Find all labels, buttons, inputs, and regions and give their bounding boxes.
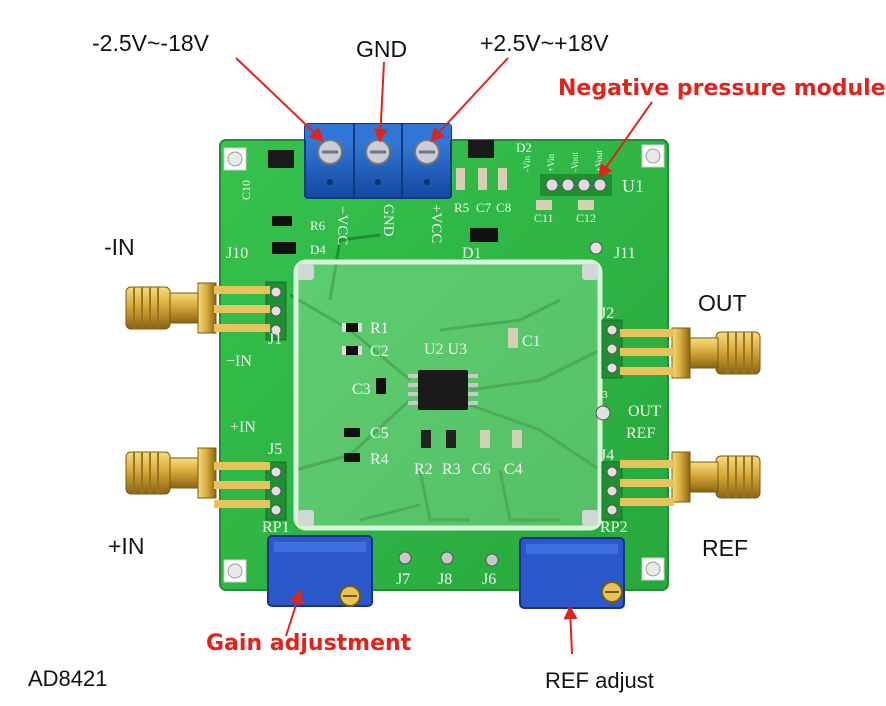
silk-c4: C4 <box>504 461 523 478</box>
silk-r3: R3 <box>442 461 461 478</box>
silk-d4: D4 <box>310 242 326 257</box>
silk-vin-neg: -Vin <box>522 156 532 172</box>
silk-c3: C3 <box>352 381 371 398</box>
sma-connector-minus-in <box>125 282 270 334</box>
label-pos-supply: +2.5V~+18V <box>480 30 609 56</box>
annotation-arrows <box>235 57 653 655</box>
silk-gnd: GND <box>380 204 396 237</box>
silk-d1: D1 <box>462 245 482 262</box>
silk-u2u3: U2 U3 <box>424 341 467 358</box>
label-minus-in: -IN <box>104 234 135 260</box>
arrow-neg-supply <box>235 57 325 142</box>
silk-j7: J7 <box>396 571 410 588</box>
label-gain-adjustment: Gain adjustment <box>206 631 412 656</box>
silk-out: OUT <box>628 403 661 420</box>
arrow-gnd <box>373 61 388 143</box>
silk-c2: C2 <box>370 343 389 360</box>
silk-c5: C5 <box>370 425 389 442</box>
silk-vout-pos: +Vout <box>594 150 604 172</box>
silk-j1: J1 <box>268 331 282 348</box>
smd-parts <box>268 140 594 462</box>
sma-connector-ref <box>620 451 761 506</box>
label-gnd: GND <box>356 36 408 62</box>
silk-rp1: RP1 <box>262 519 290 536</box>
silk-c12: C12 <box>576 211 596 225</box>
silk-vout-neg: -Vout <box>570 152 580 172</box>
sma-connector-out <box>620 327 761 379</box>
silk-r4: R4 <box>370 451 389 468</box>
silk-j8: J8 <box>438 571 452 588</box>
silk-c11: C11 <box>534 211 554 225</box>
trimpot-rp2 <box>519 537 625 609</box>
silk-d2: D2 <box>516 140 532 155</box>
sma-connector-plus-in <box>125 447 270 508</box>
silk-minus-in: −IN <box>226 353 252 370</box>
arrow-gain-adj <box>285 589 304 637</box>
silk-r1: R1 <box>370 320 389 337</box>
silk-j4: J4 <box>600 447 614 464</box>
silk-plus-in: +IN <box>230 419 256 436</box>
silkscreen-labels: J10 J11 J1 −IN +IN J5 J2 J3 OUT REF J4 R… <box>226 140 661 588</box>
silk-rp2: RP2 <box>600 519 628 536</box>
label-negative-pressure-module: Negative pressure module <box>558 76 886 101</box>
silk-ref: REF <box>626 425 655 442</box>
silk-r2: R2 <box>414 461 433 478</box>
silk-c6: C6 <box>472 461 491 478</box>
label-out: OUT <box>698 290 747 316</box>
silk-j3: J3 <box>598 389 608 401</box>
label-plus-in: +IN <box>108 533 145 559</box>
silk-r6: R6 <box>310 218 326 233</box>
ic-chip <box>408 370 478 410</box>
silk-d3-neg-vcc: −VCC <box>334 206 350 245</box>
pin-headers <box>265 241 623 567</box>
silk-pos-vcc: +VCC <box>428 204 444 243</box>
silk-c7: C7 <box>476 200 492 215</box>
silk-c8: C8 <box>496 200 511 215</box>
silk-j5: J5 <box>268 441 282 458</box>
mounting-holes <box>223 144 665 583</box>
terminal-block <box>304 123 452 199</box>
module-header <box>540 174 612 196</box>
arrow-neg-module <box>598 101 653 179</box>
silk-r5: R5 <box>454 200 469 215</box>
silk-j6: J6 <box>482 571 496 588</box>
silk-vin-pos: +Vin <box>546 153 556 172</box>
label-ref: REF <box>702 535 748 561</box>
label-ref-adjust: REF adjust <box>545 668 654 693</box>
arrow-pos-supply <box>430 57 509 143</box>
arrow-ref-adj <box>563 605 578 655</box>
silk-j11: J11 <box>614 245 636 262</box>
silk-c10: C10 <box>239 180 253 200</box>
silk-c1: C1 <box>522 333 541 350</box>
cover-corners <box>298 264 598 526</box>
silk-j2: J2 <box>600 305 614 322</box>
trimpot-rp1 <box>267 535 373 607</box>
silk-u1: U1 <box>622 176 644 196</box>
silk-j10: J10 <box>226 245 248 262</box>
label-neg-supply: -2.5V~-18V <box>92 30 209 56</box>
label-model: AD8421 <box>28 666 108 691</box>
